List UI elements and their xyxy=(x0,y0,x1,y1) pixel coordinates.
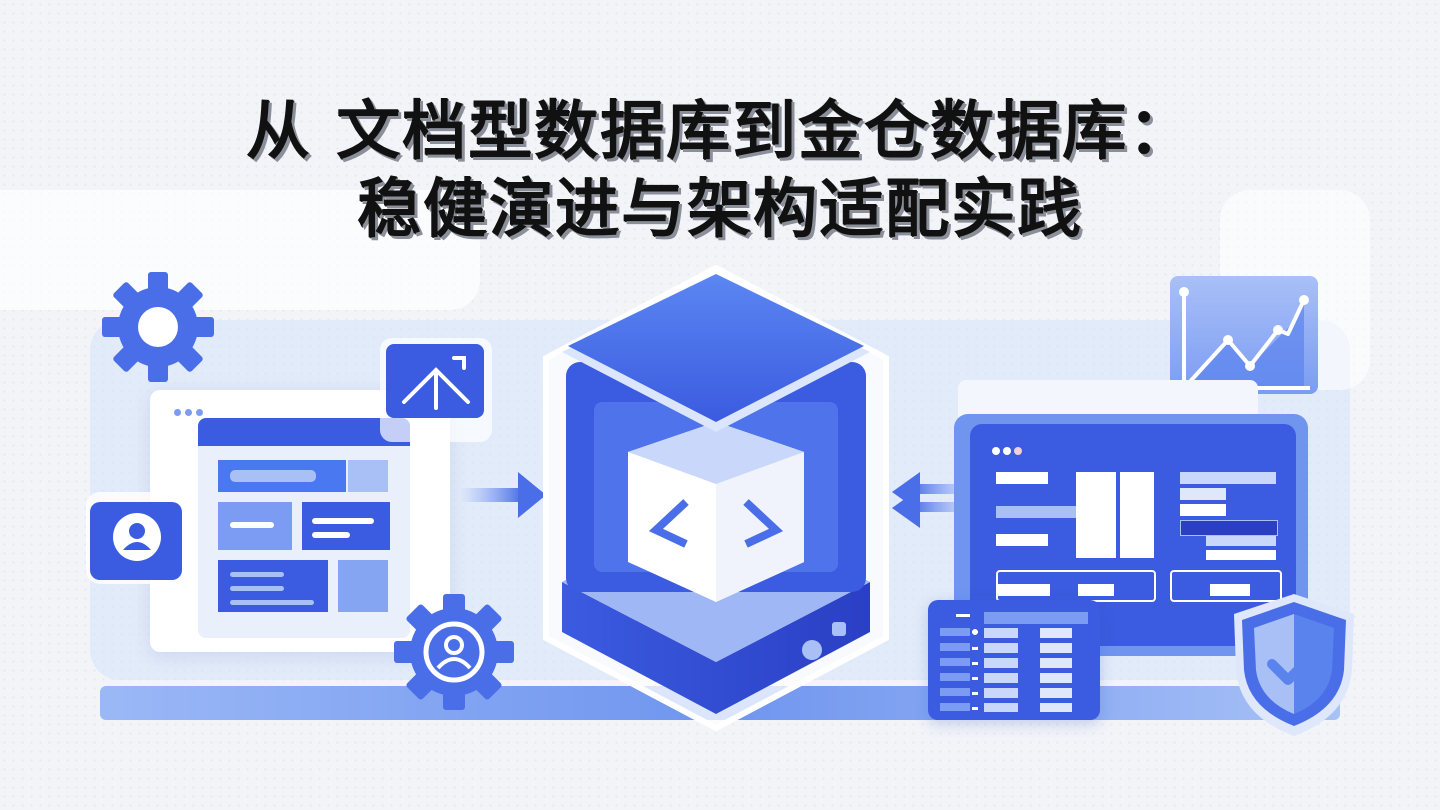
flow-diagram-card xyxy=(380,338,492,442)
page-title-line1: 从 文档型数据库到金仓数据库： xyxy=(245,95,1195,169)
background-shape xyxy=(0,190,480,310)
arrow-left-icon xyxy=(892,472,968,528)
document-content-panel xyxy=(198,418,410,638)
gear-icon xyxy=(102,272,214,382)
security-shield-icon xyxy=(1234,594,1354,736)
mini-table-card xyxy=(928,600,1100,720)
window-dots xyxy=(174,401,203,420)
arrow-right-icon xyxy=(460,472,546,518)
user-card-icon xyxy=(86,492,190,584)
user-gear-icon xyxy=(394,594,514,710)
database-cube-icon xyxy=(543,264,889,732)
line-chart-card xyxy=(1170,276,1318,394)
page-title-line2: 稳健演进与架构适配实践 xyxy=(357,173,1083,247)
window-dots xyxy=(992,440,1022,459)
